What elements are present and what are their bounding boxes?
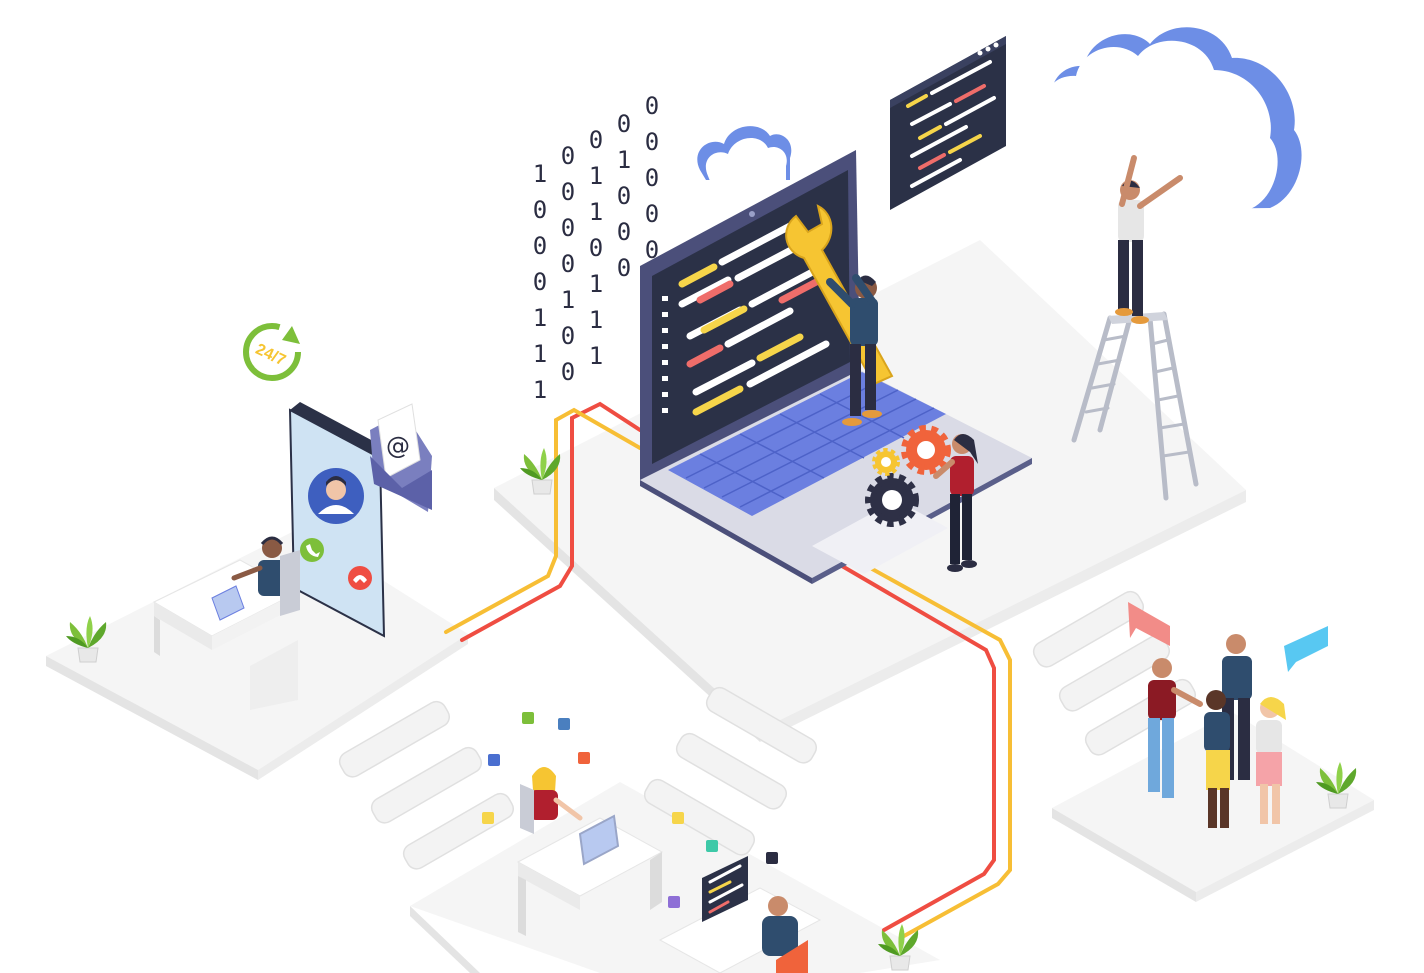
potted-plant bbox=[66, 616, 107, 663]
wire-red-left bbox=[460, 401, 642, 642]
laptop-code-lines bbox=[678, 222, 830, 416]
email-envelope-icon: @ bbox=[370, 403, 432, 512]
wire-yellow-left bbox=[444, 407, 642, 634]
binary-digit: 0 bbox=[645, 236, 659, 264]
email-at-symbol: @ bbox=[386, 432, 410, 460]
laptop-keyboard bbox=[668, 372, 946, 516]
binary-digit: 0 bbox=[617, 254, 631, 282]
binary-digit: 0 bbox=[561, 214, 575, 242]
cloud-icon bbox=[1045, 27, 1302, 211]
team-member-1 bbox=[1148, 658, 1203, 798]
binary-digit: 0 bbox=[533, 196, 547, 224]
team-member-4 bbox=[1256, 697, 1286, 824]
binary-digit: 1 bbox=[589, 198, 603, 226]
potted-plant bbox=[520, 448, 561, 495]
binary-digit: 1 bbox=[589, 306, 603, 334]
binary-digit: 0 bbox=[561, 322, 575, 350]
binary-digit: 1 bbox=[533, 340, 547, 368]
binary-digit: 1 bbox=[589, 342, 603, 370]
binary-digit: 1 bbox=[589, 162, 603, 190]
potted-plant bbox=[878, 924, 919, 971]
binary-digit: 0 bbox=[617, 110, 631, 138]
binary-digit: 0 bbox=[645, 164, 659, 192]
team-member-3 bbox=[1204, 690, 1230, 828]
binary-digit: 0 bbox=[561, 250, 575, 278]
small-cloud-icon bbox=[697, 126, 792, 186]
binary-digit: 0 bbox=[561, 142, 575, 170]
ladder-icon bbox=[1071, 311, 1199, 501]
binary-digit: 0 bbox=[533, 268, 547, 296]
binary-digit: 1 bbox=[589, 270, 603, 298]
potted-plant-icon bbox=[66, 448, 1357, 971]
speech-bubble-icon bbox=[1128, 602, 1328, 672]
binary-digits: 10001110000100011011101000000001 bbox=[533, 92, 659, 404]
support-laptop bbox=[211, 585, 245, 621]
gear-icon bbox=[865, 425, 951, 527]
team-people bbox=[1148, 634, 1286, 828]
desktop-monitor bbox=[578, 814, 620, 866]
cloud-technician-person bbox=[1115, 155, 1183, 324]
binary-digit: 1 bbox=[533, 304, 547, 332]
binary-digit: 1 bbox=[561, 286, 575, 314]
mechanic-person bbox=[826, 274, 882, 426]
binary-digit: 1 bbox=[533, 376, 547, 404]
binary-digit: 0 bbox=[645, 128, 659, 156]
developer-desk bbox=[516, 814, 664, 936]
programmer-person bbox=[762, 896, 808, 973]
binary-digit: 0 bbox=[589, 234, 603, 262]
connection-wires bbox=[444, 401, 1012, 938]
binary-digit: 0 bbox=[617, 218, 631, 246]
binary-digit: 0 bbox=[561, 178, 575, 206]
binary-digit: 0 bbox=[645, 200, 659, 228]
wire-red-right bbox=[840, 564, 996, 932]
smartphone-icon bbox=[288, 402, 390, 638]
code-monitor bbox=[702, 856, 748, 922]
24-7-label: 24/7 bbox=[253, 341, 288, 370]
developer-woman bbox=[520, 767, 583, 834]
binary-digit: 0 bbox=[589, 126, 603, 154]
24-7-badge: 24/7 bbox=[243, 323, 301, 381]
support-agent-person bbox=[231, 536, 300, 616]
floating-code-tags bbox=[482, 712, 778, 908]
binary-digit: 0 bbox=[561, 358, 575, 386]
potted-plant bbox=[1316, 762, 1357, 809]
binary-digit: 1 bbox=[617, 146, 631, 174]
engineer-woman bbox=[933, 434, 978, 572]
binary-digit: 0 bbox=[645, 92, 659, 120]
binary-digit: 1 bbox=[533, 160, 547, 188]
code-window-icon bbox=[890, 36, 1006, 210]
binary-digit: 0 bbox=[533, 232, 547, 260]
wire-yellow-right bbox=[854, 558, 1012, 938]
binary-digit: 0 bbox=[617, 182, 631, 210]
